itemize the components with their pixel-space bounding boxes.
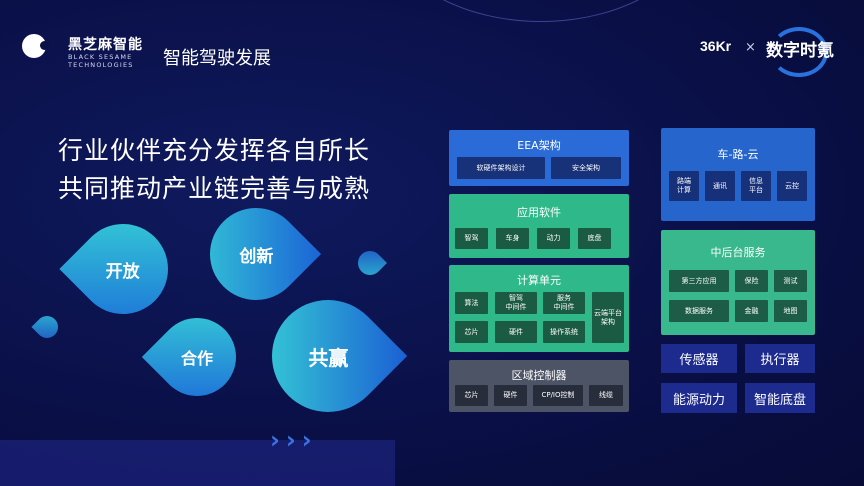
panel-compute: 计算单元 算法 智驾 中间件 服务 中间件 云端平台 架构 芯片 硬件 操作系统 (449, 265, 629, 352)
compute-item: 芯片 (455, 321, 488, 343)
midback-item: 第三方应用 (669, 270, 729, 292)
panel-eea: EEA架构 软硬件架构设计 安全架构 (449, 130, 629, 186)
value-open-label: 开放 (106, 261, 140, 282)
panel-v2x: 车-路-云 路端 计算 通讯 信息 平台 云控 (661, 128, 815, 221)
compute-item: 智驾 中间件 (495, 292, 537, 314)
panel-compute-title: 计算单元 (517, 274, 561, 287)
eea-item: 软硬件架构设计 (457, 157, 545, 179)
decorative-drop-small-right (353, 246, 387, 280)
v2x-item: 路端 计算 (669, 171, 699, 201)
eea-item: 安全架构 (551, 157, 621, 179)
v2x-item: 信息 平台 (741, 171, 771, 201)
chevrons-icon: ››› (270, 426, 318, 454)
partner-36kr-logo: 36Kr (700, 38, 732, 54)
midback-item: 地图 (774, 300, 807, 322)
panel-domain-title: 区域控制器 (511, 369, 567, 382)
headline-line-2: 共同推动产业链完善与成熟 (58, 174, 371, 203)
partner-separator: × (745, 40, 756, 55)
brand-name-en: BLACK SESAME TECHNOLOGIES (68, 53, 134, 69)
partner-digital-logo: 数字时氪 (766, 41, 834, 61)
decorative-band (0, 440, 395, 486)
value-drop-open: 开放 (59, 205, 187, 333)
compute-item: 云端平台 架构 (592, 292, 624, 343)
compute-item: 服务 中间件 (543, 292, 585, 314)
v2x-item: 云控 (777, 171, 807, 201)
panel-domain: 区域控制器 芯片 硬件 CP/IO控制 线缆 (449, 360, 629, 412)
domain-item: CP/IO控制 (533, 385, 583, 406)
decorative-arc (380, 0, 702, 22)
compute-item: 操作系统 (543, 321, 585, 343)
brand-logo-dot (40, 41, 49, 50)
value-drop-win: 共赢 (248, 276, 408, 436)
value-win-label: 共赢 (308, 345, 348, 370)
hardware-actuator: 执行器 (745, 344, 815, 373)
midback-item: 金融 (735, 300, 768, 322)
panel-midback-title: 中后台服务 (710, 246, 766, 259)
apps-item: 底盘 (578, 228, 611, 249)
value-cooperate-label: 合作 (180, 348, 214, 368)
panel-apps-title: 应用软件 (517, 206, 561, 219)
brand-name-cn: 黑芝麻智能 (68, 37, 143, 53)
domain-item: 线缆 (589, 385, 623, 406)
hardware-sensor: 传感器 (661, 344, 737, 373)
value-drop-innovate: 创新 (190, 188, 322, 320)
apps-item: 车身 (496, 228, 529, 249)
panel-v2x-title: 车-路-云 (717, 148, 759, 161)
apps-item: 动力 (537, 228, 570, 249)
hardware-energy: 能源动力 (661, 383, 737, 413)
headline-line-1: 行业伙伴充分发挥各自所长 (58, 136, 371, 165)
v2x-item: 通讯 (705, 171, 735, 201)
panel-midback: 中后台服务 第三方应用 保险 测试 数据服务 金融 地图 (661, 230, 815, 335)
decorative-drop-small-left (31, 311, 63, 343)
value-innovate-label: 创新 (239, 246, 273, 267)
page-title: 智能驾驶发展 (163, 48, 271, 69)
panel-apps: 应用软件 智驾 车身 动力 底盘 (449, 194, 629, 258)
domain-item: 芯片 (455, 385, 488, 406)
compute-item: 算法 (455, 292, 488, 314)
panel-eea-title: EEA架构 (517, 139, 561, 152)
digital-logo-ring-icon (770, 27, 828, 77)
compute-item: 硬件 (495, 321, 537, 343)
midback-item: 测试 (774, 270, 807, 292)
midback-item: 数据服务 (669, 300, 729, 322)
value-drop-cooperate: 合作 (141, 301, 253, 413)
midback-item: 保险 (735, 270, 768, 292)
hardware-chassis: 智能底盘 (745, 383, 815, 413)
apps-item: 智驾 (455, 228, 488, 249)
domain-item: 硬件 (494, 385, 527, 406)
